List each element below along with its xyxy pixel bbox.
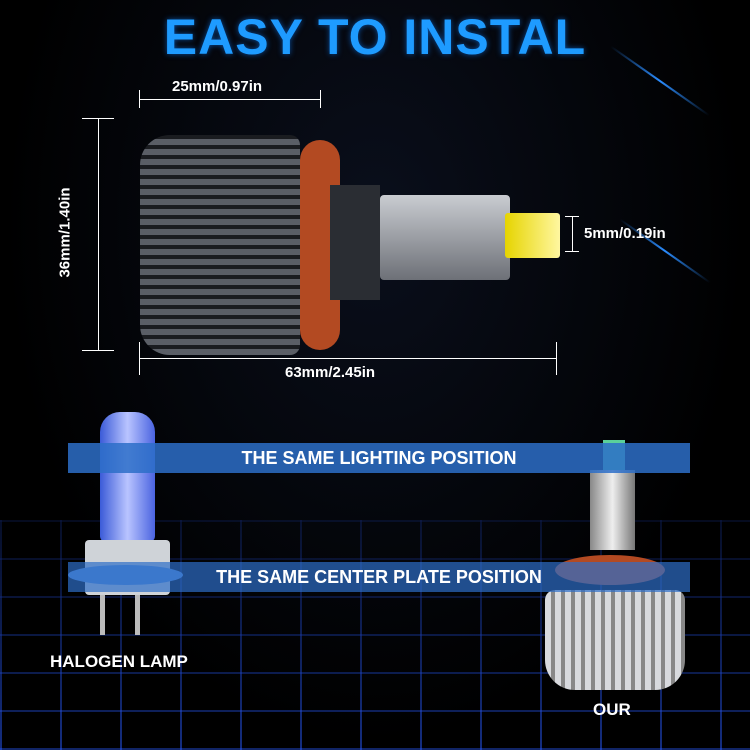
dim-tick (320, 90, 321, 108)
our-bulb-label: OUR (593, 700, 631, 719)
halogen-lamp-label: HALOGEN LAMP (50, 652, 188, 671)
our-bulb-heatsink (545, 590, 685, 690)
halogen-lamp-pins (100, 595, 140, 635)
dim-tick (82, 118, 114, 119)
dim-line-top (140, 99, 320, 100)
our-bulb-tube (590, 470, 635, 550)
dim-tick (139, 90, 140, 108)
led-bulb-tube (380, 195, 510, 280)
plate-position-bar: THE SAME CENTER PLATE POSITION (68, 562, 690, 592)
dim-height: 36mm/1.40in (56, 187, 74, 278)
dim-length: 63mm/2.45in (285, 364, 376, 381)
halogen-lamp-glass (100, 412, 155, 542)
dim-line-chip (572, 216, 573, 251)
lighting-position-bar: THE SAME LIGHTING POSITION (68, 443, 690, 473)
dim-top-width: 25mm/0.97in (172, 78, 263, 95)
dim-line-length (139, 358, 557, 359)
dim-tick (556, 342, 557, 375)
led-bulb-heatsink (140, 135, 300, 355)
page-title: EASY TO INSTAL (163, 9, 587, 65)
led-bulb-base (330, 185, 380, 300)
dim-tick (82, 350, 114, 351)
dim-line-height (98, 118, 99, 350)
led-chip (505, 213, 560, 258)
dim-tick (565, 216, 579, 217)
dim-chip-width: 5mm/0.19in (584, 225, 666, 242)
dim-tick (565, 251, 579, 252)
dim-tick (139, 342, 140, 375)
